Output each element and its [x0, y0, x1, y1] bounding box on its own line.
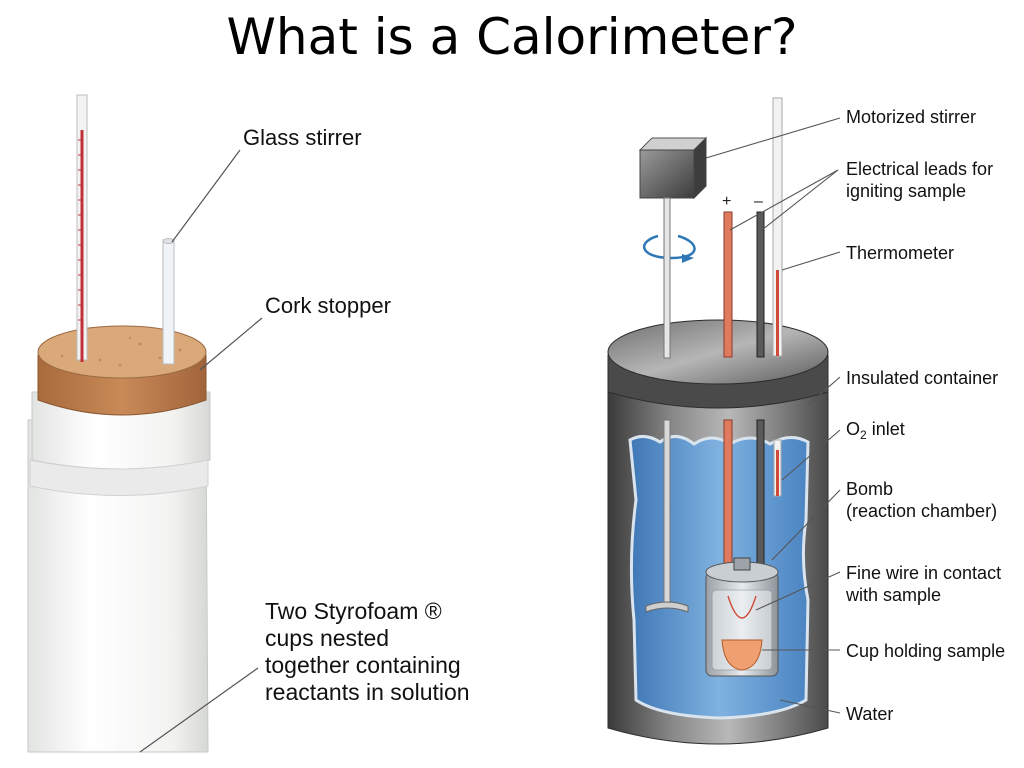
- electrical-lead-positive: [723, 211, 733, 358]
- glass-stirrer: [162, 239, 175, 365]
- leader-lead-positive: [729, 169, 839, 231]
- label-cup-holding-sample: Cup holding sample: [846, 641, 1006, 661]
- leader-glass-stirrer: [171, 149, 241, 243]
- leader-thermometer: [781, 251, 841, 271]
- leader-motorized-stirrer: [705, 117, 841, 159]
- label-o2-rest: inlet: [866, 419, 905, 439]
- leader-fine-wire: [755, 571, 841, 611]
- cork-stopper-top: [37, 325, 207, 379]
- label-styrofoam-cups-line3: together containing: [265, 652, 461, 678]
- sample-cup: [721, 639, 763, 671]
- label-electrical-leads: Electrical leads for igniting sample: [846, 158, 993, 202]
- label-o2-inlet: O2 inlet: [846, 418, 905, 446]
- thermometer-mercury: [80, 130, 84, 362]
- label-o2-subscript: 2: [860, 428, 867, 442]
- label-electrical-leads-line1: Electrical leads for: [846, 159, 994, 179]
- leader-o2-inlet: [781, 429, 841, 481]
- minus-sign: –: [754, 193, 763, 210]
- leader-insulated-container: [807, 376, 841, 406]
- label-fine-wire-line1: Fine wire in contact: [846, 563, 1002, 583]
- leader-lead-negative: [761, 169, 839, 231]
- electrical-lead-negative: [756, 211, 765, 358]
- coffee-cup-calorimeter: [27, 94, 263, 753]
- stirrer-paddle: [645, 601, 689, 613]
- thermometer-mercury: [776, 270, 779, 356]
- label-styrofoam-cups-line2: cups nested: [265, 625, 390, 651]
- label-fine-wire-line2: with sample: [846, 585, 942, 605]
- label-electrical-leads-line2: igniting sample: [846, 181, 967, 201]
- bomb-calorimeter: + –: [607, 97, 841, 745]
- leader-bomb: [771, 489, 841, 561]
- motorized-stirrer-shaft: [663, 197, 671, 359]
- label-bomb-line2: (reaction chamber): [846, 501, 998, 521]
- label-bomb-line1: Bomb: [846, 479, 894, 499]
- bomb-reaction-chamber: [705, 557, 779, 677]
- leader-water: [779, 699, 841, 714]
- label-o2-letter: O: [846, 419, 861, 439]
- label-fine-wire: Fine wire in contact with sample: [846, 562, 1001, 606]
- page-title: What is a Calorimeter?: [226, 8, 798, 66]
- fine-wire: [727, 595, 757, 619]
- container-lid: [607, 319, 829, 385]
- plus-sign: +: [722, 193, 731, 210]
- rotation-arrow: [643, 234, 696, 260]
- label-thermometer: Thermometer: [846, 243, 955, 263]
- label-insulated-container: Insulated container: [846, 368, 999, 388]
- label-glass-stirrer: Glass stirrer: [243, 125, 362, 150]
- label-motorized-stirrer: Motorized stirrer: [846, 107, 977, 127]
- label-styrofoam-cups-line4: reactants in solution: [265, 679, 470, 705]
- label-bomb: Bomb (reaction chamber): [846, 478, 997, 522]
- leader-styrofoam-cups: [139, 667, 259, 753]
- label-styrofoam-cups-line1: Two Styrofoam ®: [265, 598, 442, 624]
- label-water: Water: [846, 704, 894, 724]
- label-styrofoam-cups: Two Styrofoam ® cups nested together con…: [265, 598, 470, 706]
- leader-cork-stopper: [199, 317, 263, 371]
- motor-box: [638, 136, 708, 200]
- label-cork-stopper: Cork stopper: [265, 293, 391, 318]
